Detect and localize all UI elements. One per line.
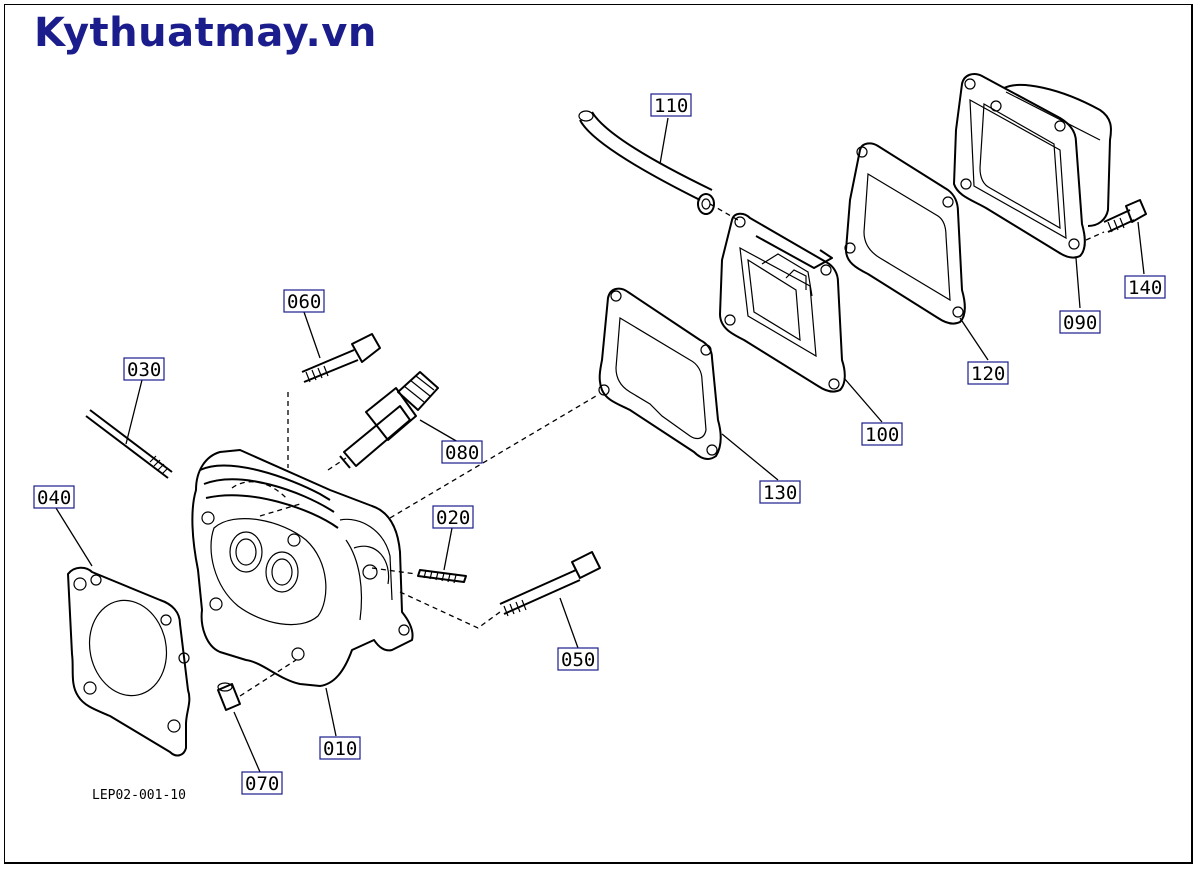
label-050: 050 — [557, 647, 599, 671]
svg-text:060: 060 — [287, 291, 321, 313]
part-080-spark-plug — [327, 371, 439, 471]
svg-text:030: 030 — [127, 359, 161, 381]
label-130: 130 — [759, 480, 801, 504]
part-030-stud — [85, 409, 173, 479]
svg-text:020: 020 — [436, 507, 470, 529]
svg-text:120: 120 — [971, 363, 1005, 385]
svg-text:100: 100 — [865, 424, 899, 446]
label-040: 040 — [33, 485, 75, 509]
label-030: 030 — [123, 357, 165, 381]
label-080: 080 — [441, 440, 483, 464]
label-140: 140 — [1124, 275, 1166, 299]
part-060-bolt — [287, 333, 381, 468]
part-100-breather-cover — [709, 203, 846, 393]
part-050-bolt — [399, 551, 601, 629]
label-120: 120 — [967, 361, 1009, 385]
label-010: 010 — [319, 736, 361, 760]
label-020: 020 — [432, 505, 474, 529]
svg-text:130: 130 — [763, 482, 797, 504]
part-120-gasket — [844, 142, 966, 325]
svg-text:040: 040 — [37, 487, 71, 509]
part-010-cylinder-head — [191, 449, 414, 687]
svg-text:090: 090 — [1063, 312, 1097, 334]
part-140-bolt — [1085, 199, 1147, 241]
diagram-frame — [4, 4, 1193, 864]
label-070: 070 — [241, 771, 283, 795]
part-110-breather-hose — [578, 110, 715, 215]
svg-text:080: 080 — [445, 442, 479, 464]
reference-code: LEP02-001-10 — [92, 788, 186, 803]
part-070-dowel — [217, 659, 297, 711]
part-040-head-gasket — [67, 566, 191, 757]
svg-text:010: 010 — [323, 738, 357, 760]
label-090: 090 — [1059, 310, 1101, 334]
svg-text:140: 140 — [1128, 277, 1162, 299]
label-060: 060 — [283, 289, 325, 313]
part-020-stud — [371, 567, 467, 584]
label-100: 100 — [861, 422, 903, 446]
svg-text:050: 050 — [561, 649, 595, 671]
brand-watermark: Kythuatmay.vn — [34, 10, 377, 56]
svg-text:070: 070 — [245, 773, 279, 795]
svg-text:110: 110 — [654, 95, 688, 117]
label-110: 110 — [650, 93, 692, 117]
leader-lines — [55, 117, 1145, 773]
part-130-gasket — [389, 287, 722, 519]
part-090-rocker-cover — [953, 73, 1112, 259]
